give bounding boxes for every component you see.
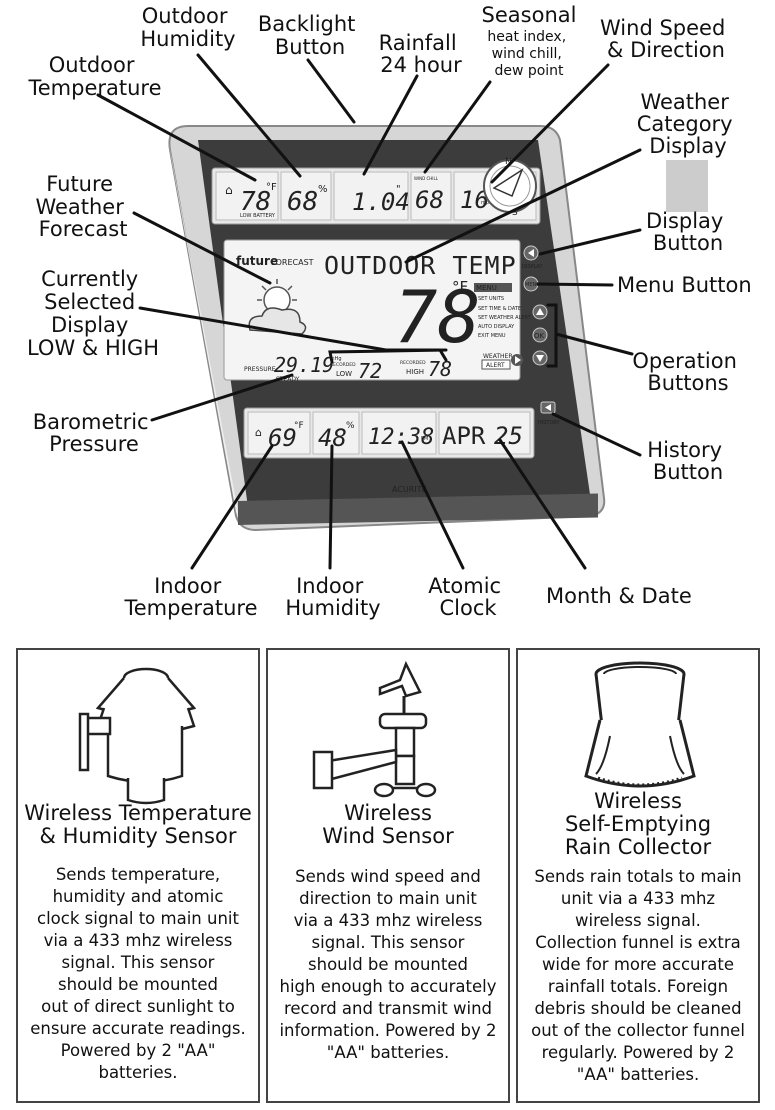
seasonal-callout-sub: heat index, wind chill, dew point — [487, 29, 570, 79]
brand-logo: ACURITE — [392, 485, 427, 494]
rain-collector-icon — [584, 661, 696, 788]
outdoor-temp-unit: °F — [266, 182, 277, 193]
weather-category-callout: Weather Category Display — [637, 90, 740, 158]
indoor-humidity-callout: Indoor Humidity — [285, 574, 380, 620]
display-button-label: DISPLAY — [522, 264, 543, 270]
ok-button[interactable]: OK — [532, 327, 548, 343]
backlight-button-callout: Backlight Button — [258, 12, 362, 59]
high-value: 78 — [428, 357, 452, 381]
menu-panel: MENU SET UNITS SET TIME & DATE SET WEATH… — [474, 283, 532, 339]
big-temp-value: 78 — [394, 275, 481, 359]
weather-alert-line2: ALERT — [486, 362, 505, 369]
rainfall-unit: " — [396, 184, 401, 195]
wind-sensor-icon — [312, 660, 437, 798]
rainfall-callout: Rainfall 24 hour — [379, 31, 464, 77]
clock-value: 12:38 — [368, 425, 434, 450]
low-battery-label: LOW BATTERY — [240, 213, 276, 219]
future-forecast-callout: Future Weather Forecast — [35, 172, 130, 241]
menu-item: AUTO DISPLAY — [478, 324, 515, 330]
clock-ampm: PM — [421, 436, 428, 442]
indoor-sensor-icon: ⌂ — [255, 426, 262, 439]
menu-item: SET TIME & DATE — [478, 306, 521, 312]
menu-button-callout: Menu Button — [617, 273, 752, 297]
rainfall-value: 1.04 — [352, 188, 410, 216]
indoor-humidity-unit: % — [346, 421, 355, 431]
menu-item: SET WEATHER ALERT — [478, 315, 532, 321]
main-lcd: future FORECAST OUTDOOR TEMP 78 °F MENU … — [223, 239, 532, 383]
high-label: HIGH — [406, 368, 424, 376]
rain-collector-panel: Wireless Self-Emptying Rain Collector Se… — [516, 648, 760, 1103]
forecast-brand: future — [236, 254, 278, 268]
wind-sensor-description: Sends wind speed and direction to main u… — [279, 867, 497, 1062]
outdoor-humidity-value: 68 — [287, 187, 318, 217]
menu-title: MENU — [476, 284, 497, 292]
down-button[interactable] — [532, 350, 548, 366]
temp-humidity-sensor-description: Sends temperature, humidity and atomic c… — [30, 865, 246, 1082]
temp-humidity-sensor-icon — [78, 667, 197, 805]
big-temp-unit: °F — [452, 278, 468, 296]
forecast-label: FORECAST — [271, 258, 314, 267]
rain-collector-description: Sends rain totals to main unit via a 433… — [531, 867, 745, 1084]
pressure-label: PRESSURE — [244, 366, 276, 373]
seasonal-value: 68 — [415, 186, 444, 214]
ok-button-label: OK — [534, 332, 545, 340]
recorded-low-label: RECORDED — [330, 362, 356, 368]
weather-alert-line1: WEATHER — [483, 353, 513, 360]
outdoor-humidity-unit: % — [318, 184, 328, 195]
month-date-callout: Month & Date — [546, 584, 692, 608]
seasonal-callout: Seasonal — [482, 3, 577, 27]
recorded-high-label: RECORDED — [400, 360, 426, 366]
compass-s: S — [512, 208, 518, 218]
barometric-callout: Barometric Pressure — [33, 410, 156, 456]
indoor-temperature-callout: Indoor Temperature — [123, 574, 257, 620]
wind-sensor-title: Wireless Wind Sensor — [322, 801, 454, 848]
bottom-lcd-strip: ⌂ 69 °F 48 % 12:38 PM APR 25 — [243, 407, 535, 459]
temp-humidity-sensor-panel: Wireless Temperature & Humidity Sensor S… — [16, 648, 260, 1103]
wind-speed-unit: mph — [481, 200, 492, 206]
outdoor-temp-value: 78 — [240, 187, 271, 217]
history-button[interactable]: HISTORY — [538, 401, 561, 426]
wind-callout: Wind Speed & Direction — [600, 16, 732, 62]
gradient-swatch — [666, 160, 708, 212]
history-button-label: HISTORY — [538, 420, 561, 426]
history-button-callout: History Button — [647, 438, 728, 484]
pressure-trend: STEADY — [276, 376, 300, 383]
top-lcd-strip: 78 °F LOW BATTERY 68 % 1.04 " 68 WIND CH… — [211, 157, 541, 225]
outdoor-humidity-callout: Outdoor Humidity — [140, 4, 235, 51]
weather-station-diagram: 78 °F LOW BATTERY 68 % 1.04 " 68 WIND CH… — [27, 3, 752, 620]
display-button[interactable]: DISPLAY — [522, 245, 543, 270]
low-value: 72 — [358, 359, 382, 383]
rain-collector-title: Wireless Self-Emptying Rain Collector — [564, 789, 712, 859]
wind-sensor-panel: Wireless Wind Sensor Sends wind speed an… — [266, 648, 510, 1103]
day-value: 25 — [494, 422, 523, 450]
currently-selected-callout: Currently Selected Display LOW & HIGH — [27, 267, 159, 360]
atomic-clock-callout: Atomic Clock — [428, 574, 508, 620]
weather-alert-indicator: WEATHER ALERT — [481, 353, 523, 370]
seasonal-label: WIND CHILL — [414, 176, 439, 181]
display-button-callout: Display Button — [646, 209, 730, 255]
compass-n: N — [505, 157, 512, 167]
leader-lines — [96, 53, 642, 570]
outdoor-temperature-callout: Outdoor Temperature — [27, 53, 161, 100]
temp-humidity-sensor-title: Wireless Temperature & Humidity Sensor — [24, 801, 252, 848]
operation-buttons-callout: Operation Buttons — [632, 349, 743, 395]
menu-item: SET UNITS — [478, 296, 504, 302]
up-button[interactable] — [532, 304, 548, 320]
compass-icon — [483, 159, 537, 213]
low-label: LOW — [336, 370, 352, 378]
forecast-sun-cloud-icon — [248, 279, 307, 335]
pressure-unit: inHg — [330, 356, 342, 362]
outdoor-sensor-icon: ⌂ — [225, 183, 233, 197]
pressure-value: 29.19 — [274, 353, 334, 377]
menu-item: EXIT MENU — [478, 333, 506, 339]
menu-button-label: MENU — [525, 282, 540, 288]
month-value: APR — [442, 422, 486, 450]
indoor-temp-unit: °F — [294, 421, 304, 431]
